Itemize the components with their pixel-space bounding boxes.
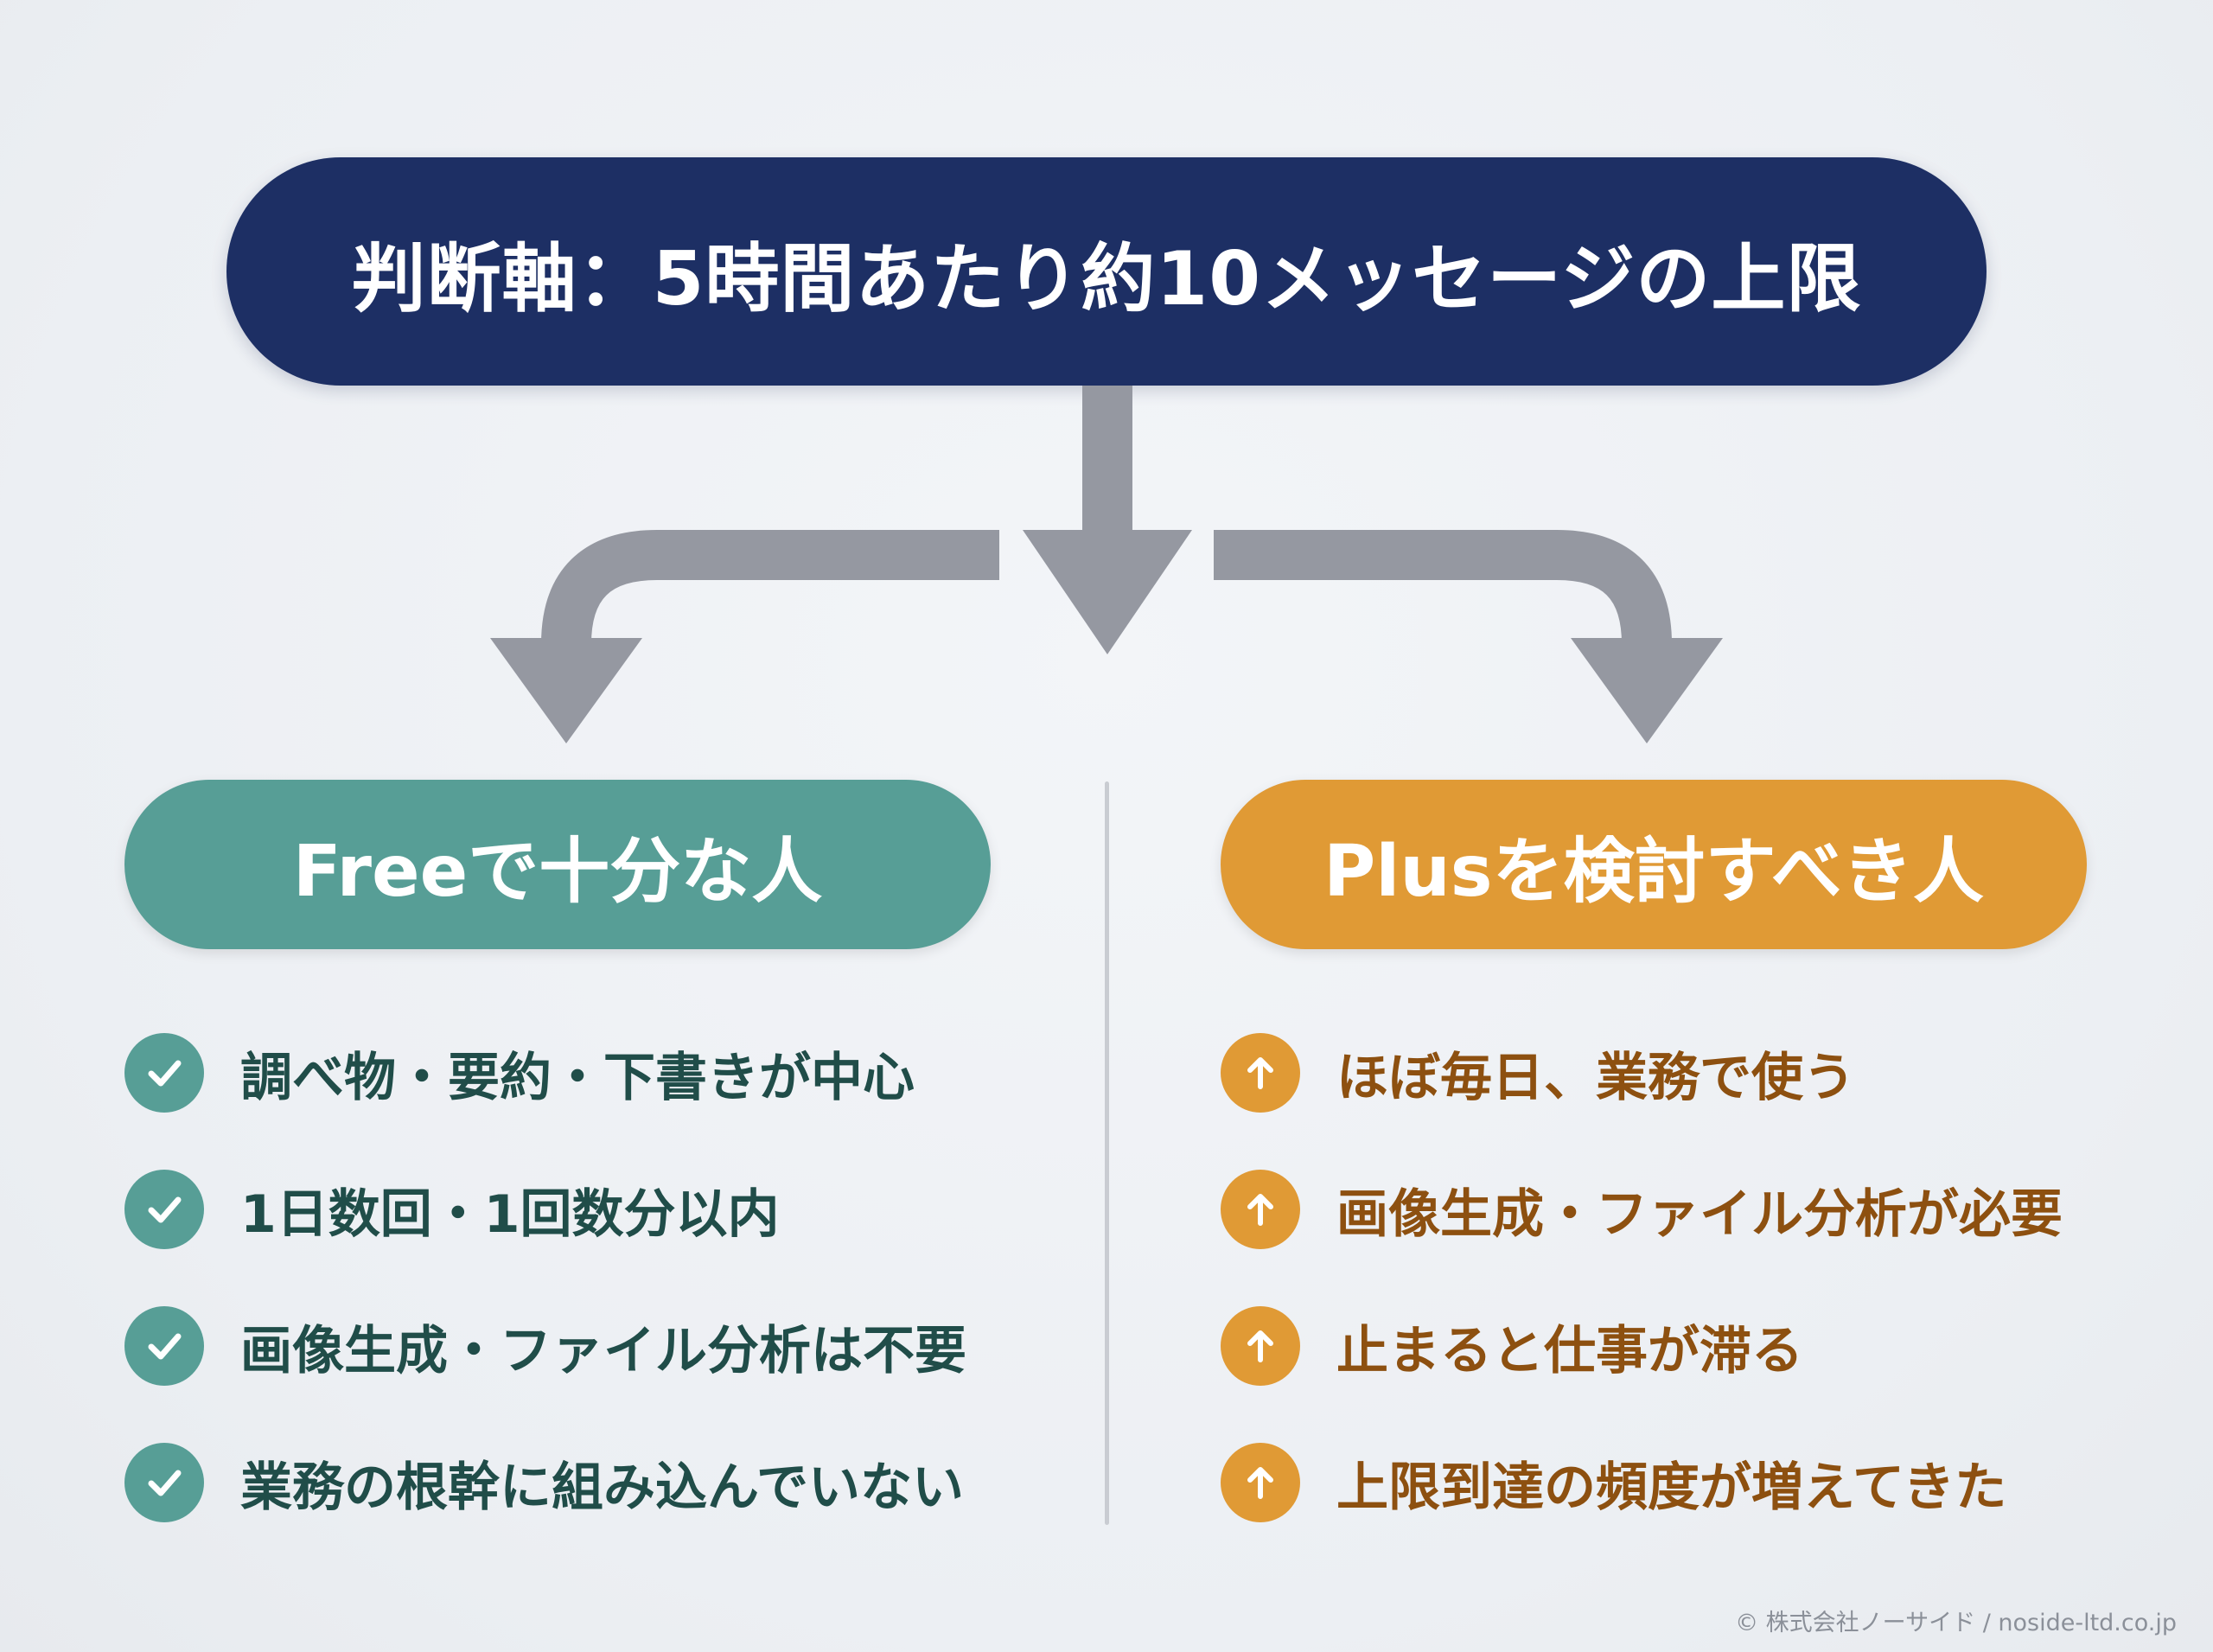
left-arrow-shaft xyxy=(541,530,999,661)
free-criteria-item: 調べ物・要約・下書きが中心 xyxy=(124,1033,966,1113)
right-arrow-head xyxy=(1571,638,1723,743)
free-criteria-item: 1日数回・1回数分以内 xyxy=(124,1170,966,1249)
free-criteria-text: 調べ物・要約・下書きが中心 xyxy=(240,1047,915,1108)
criterion-header: 判断軸：5時間あたり約10メッセージの上限 xyxy=(226,157,1987,386)
check-icon xyxy=(124,1443,204,1522)
free-category-title: Freeで十分な人 xyxy=(292,830,823,913)
column-divider xyxy=(1105,781,1109,1525)
plus-criteria-text: ほぼ毎日、業務で使う xyxy=(1336,1047,1855,1108)
left-arrow-head xyxy=(490,638,642,743)
free-criteria-item: 業務の根幹に組み込んでいない xyxy=(124,1443,966,1522)
plus-criteria-item: 画像生成・ファイル分析が必要 xyxy=(1221,1170,2063,1249)
plus-criteria-text: 画像生成・ファイル分析が必要 xyxy=(1336,1183,2063,1245)
arrow-up-icon xyxy=(1221,1306,1300,1386)
arrow-up-icon xyxy=(1221,1443,1300,1522)
free-category-header: Freeで十分な人 xyxy=(124,780,991,949)
check-icon xyxy=(124,1306,204,1386)
arrow-up-icon xyxy=(1221,1170,1300,1249)
plus-category-title: Plusを検討すべき人 xyxy=(1323,830,1984,913)
plus-category-header: Plusを検討すべき人 xyxy=(1221,780,2087,949)
free-criteria-list: 調べ物・要約・下書きが中心 1日数回・1回数分以内 画像生成・ファイル分析は不要… xyxy=(124,1033,966,1579)
plus-criteria-list: ほぼ毎日、業務で使う 画像生成・ファイル分析が必要 止まると仕事が滞る 上限到達… xyxy=(1221,1033,2063,1579)
free-criteria-text: 画像生成・ファイル分析は不要 xyxy=(240,1320,966,1381)
criterion-title: 判断軸：5時間あたり約10メッセージの上限 xyxy=(351,235,1862,322)
plus-criteria-text: 上限到達の頻度が増えてきた xyxy=(1336,1457,2007,1518)
center-arrow-head xyxy=(1023,530,1192,654)
copyright-notice: © 株式会社ノーサイド / noside-ltd.co.jp xyxy=(1735,1610,2177,1636)
free-criteria-item: 画像生成・ファイル分析は不要 xyxy=(124,1306,966,1386)
plus-criteria-item: 上限到達の頻度が増えてきた xyxy=(1221,1443,2063,1522)
plus-criteria-item: 止まると仕事が滞る xyxy=(1221,1306,2063,1386)
plus-criteria-item: ほぼ毎日、業務で使う xyxy=(1221,1033,2063,1113)
plus-criteria-text: 止まると仕事が滞る xyxy=(1336,1320,1803,1381)
free-criteria-text: 業務の根幹に組み込んでいない xyxy=(240,1457,964,1518)
arrow-up-icon xyxy=(1221,1033,1300,1113)
check-icon xyxy=(124,1170,204,1249)
free-criteria-text: 1日数回・1回数分以内 xyxy=(240,1183,780,1245)
check-icon xyxy=(124,1033,204,1113)
right-arrow-shaft xyxy=(1214,530,1672,661)
